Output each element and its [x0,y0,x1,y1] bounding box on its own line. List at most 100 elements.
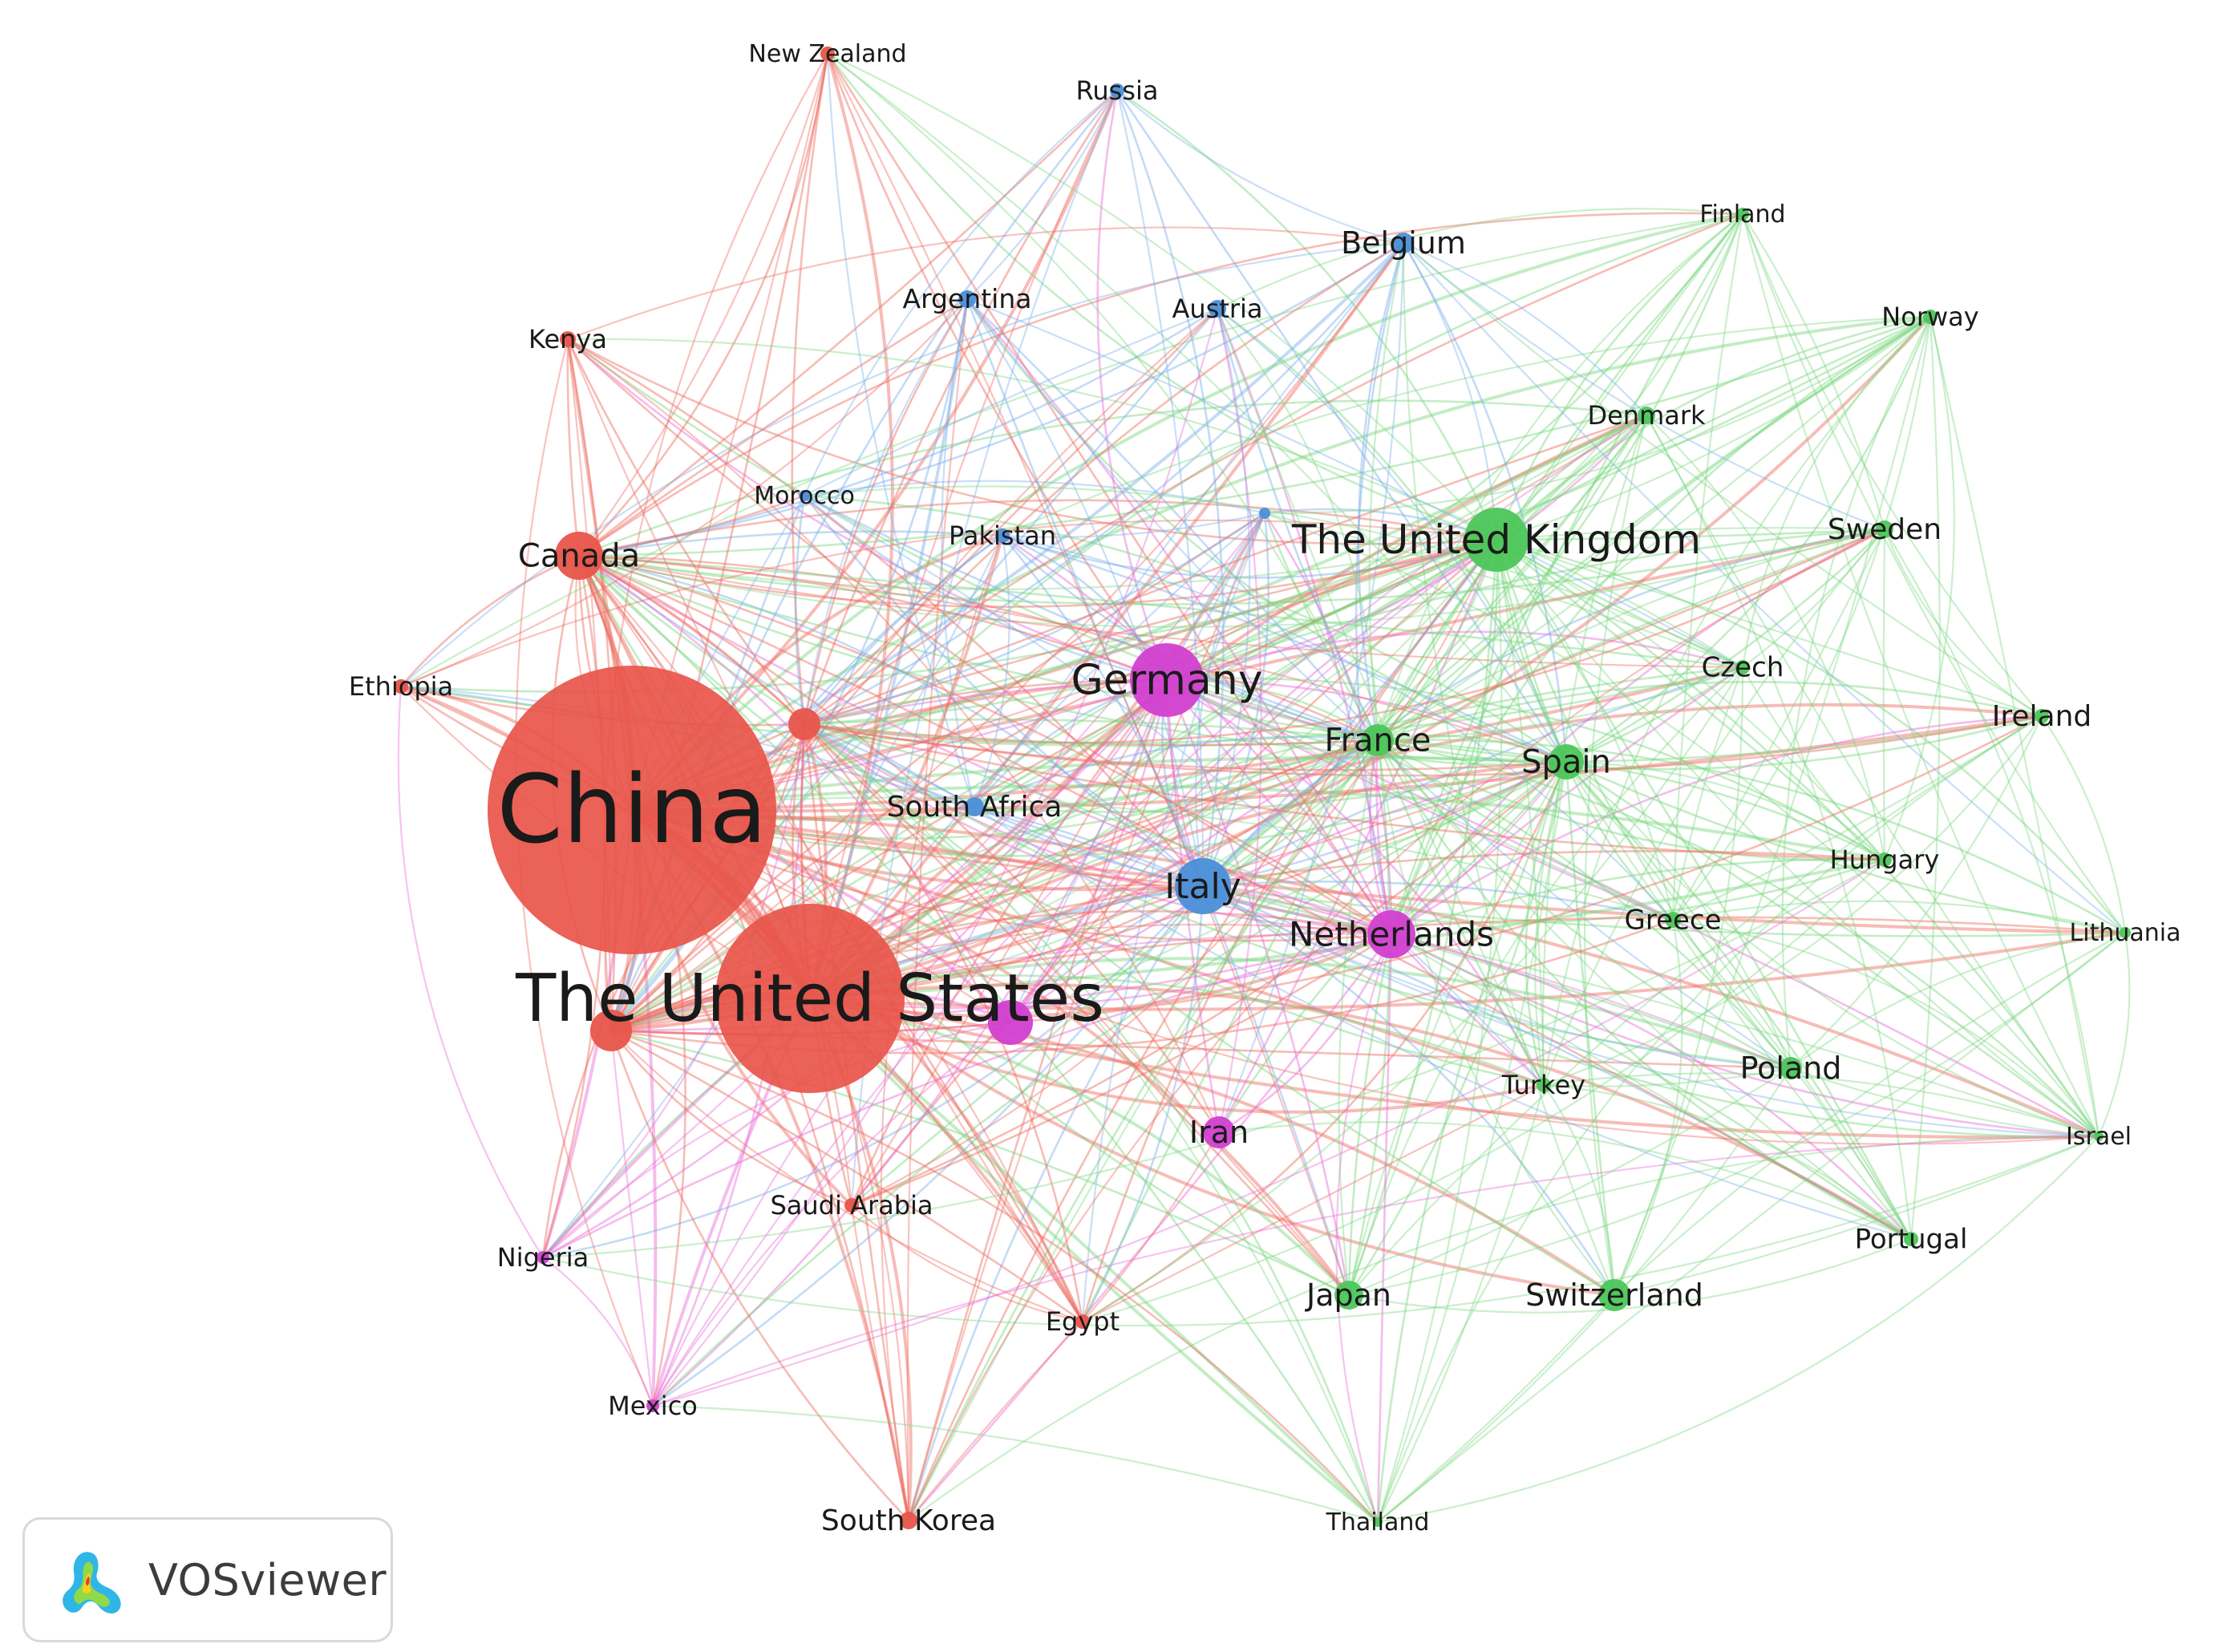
link-china-denmark [631,414,1647,812]
link-usa-turkey [809,997,1545,1114]
node-ireland[interactable] [2035,709,2049,723]
link-usa-uk [809,539,1497,1000]
label-italy: Italy [1164,866,1241,907]
node-sweden[interactable] [1876,520,1893,538]
link-newzealand-japan [827,53,1350,1296]
node-austria[interactable] [1209,300,1226,318]
link-spain-israel [1565,760,2100,1138]
link-finland-sweden [1742,213,1886,530]
link-southafrica-portugal [974,806,1912,1241]
link-france-argentina [966,298,1379,741]
link-australia-argentina [803,298,969,725]
label-southafrica: South Africa [887,791,1063,824]
node-newzealand[interactable] [820,47,835,61]
node-norway[interactable] [1923,310,1938,324]
node-greece[interactable] [1665,912,1681,928]
node-thailand[interactable] [1373,1517,1383,1527]
node-russia[interactable] [1110,83,1124,98]
link-australia-japan [804,723,1350,1296]
label-southkorea: South Korea [821,1504,996,1537]
node-czech[interactable] [1735,660,1750,674]
node-netherlands[interactable] [1367,910,1415,958]
node-france[interactable] [1362,724,1394,756]
node-israel[interactable] [2094,1132,2104,1141]
node-morocco[interactable] [799,490,810,501]
link-spain-argentina [966,298,1567,763]
node-usa[interactable] [715,904,905,1093]
node-finland[interactable] [1736,208,1749,221]
node-ethiopia[interactable] [394,679,408,694]
link-canada-morocco [578,494,805,557]
node-canada[interactable] [555,532,603,580]
node-poland[interactable] [1780,1057,1802,1079]
link-germany-poland [1166,678,1792,1069]
node-pakistan[interactable] [995,528,1010,543]
node-saudiarabia[interactable] [844,1198,859,1213]
link-newzealand-southafrica [826,53,976,808]
link-southkorea-bluesmall [907,512,1266,1521]
node-australia[interactable] [788,708,820,740]
link-germany-magentasmall [1009,679,1168,1023]
link-australia-southafrica [804,723,975,808]
link-france-japan [1338,739,1379,1296]
link-sweden-hungary [1882,528,1886,860]
link-germany-ireland [1166,678,2043,771]
link-italy-sweden [1202,528,1885,887]
node-turkey[interactable] [1537,1078,1551,1092]
node-india[interactable] [590,1010,632,1051]
link-poland-japan [1348,1067,1792,1297]
link-belgium-uk [1403,242,1498,541]
link-norway-israel [1929,316,2100,1137]
link-spain-magentasmall [1010,760,1567,1024]
link-ethiopia-uk [400,519,1497,688]
node-china[interactable] [488,666,776,954]
node-belgium[interactable] [1393,233,1414,253]
link-norway-turkey [1542,316,1931,1086]
node-denmark[interactable] [1638,407,1655,424]
link-norway-czech [1741,316,1931,668]
link-canada-czech [578,554,1743,669]
link-belgium-iran [1217,242,1405,1133]
link-italy-japan [1201,885,1350,1296]
link-italy-russia [1116,90,1225,887]
link-canada-denmark [578,399,1647,557]
node-lithuania[interactable] [2120,927,2131,938]
node-italy[interactable] [1175,858,1231,914]
link-australia-hungary [804,723,1885,861]
node-japan[interactable] [1334,1281,1363,1310]
node-portugal[interactable] [1904,1232,1918,1246]
node-southafrica[interactable] [965,797,984,816]
link-netherlands-southkorea [908,933,1393,1521]
node-kenya[interactable] [560,331,576,347]
link-uk-egypt [1081,539,1498,1322]
link-india-japan [610,1029,1350,1297]
link-denmark-portugal [1646,415,1913,1240]
node-iran[interactable] [1203,1116,1235,1148]
node-egypt[interactable] [1075,1314,1090,1329]
link-austria-turkey [1216,308,1545,1086]
link-spain-austria [1217,307,1568,763]
node-bluesmall[interactable] [1259,508,1270,519]
link-spain-france [1377,739,1567,763]
link-france-portugal [1376,739,1912,1241]
link-germany-hungary [1166,677,1885,861]
node-germany[interactable] [1130,643,1204,717]
link-spain-sweden [1565,528,1885,763]
node-southkorea[interactable] [900,1512,917,1529]
node-argentina[interactable] [958,290,976,308]
node-hungary[interactable] [1877,852,1892,867]
link-france-greece [1377,739,1674,921]
node-nigeria[interactable] [537,1251,549,1264]
node-switzerland[interactable] [1598,1279,1630,1311]
link-bluesmall-nigeria [542,512,1265,1258]
link-ireland-lithuania [2041,715,2127,933]
node-magentasmall[interactable] [988,1000,1033,1045]
link-italy-poland [1202,885,1792,1070]
link-uk-hungary [1496,538,1885,860]
node-spain[interactable] [1549,744,1584,779]
link-czech-greece [1671,666,1744,921]
link-india-mexico [609,1030,654,1407]
node-uk[interactable] [1464,508,1529,572]
node-mexico[interactable] [646,1399,659,1412]
link-france-canada [578,554,1379,742]
